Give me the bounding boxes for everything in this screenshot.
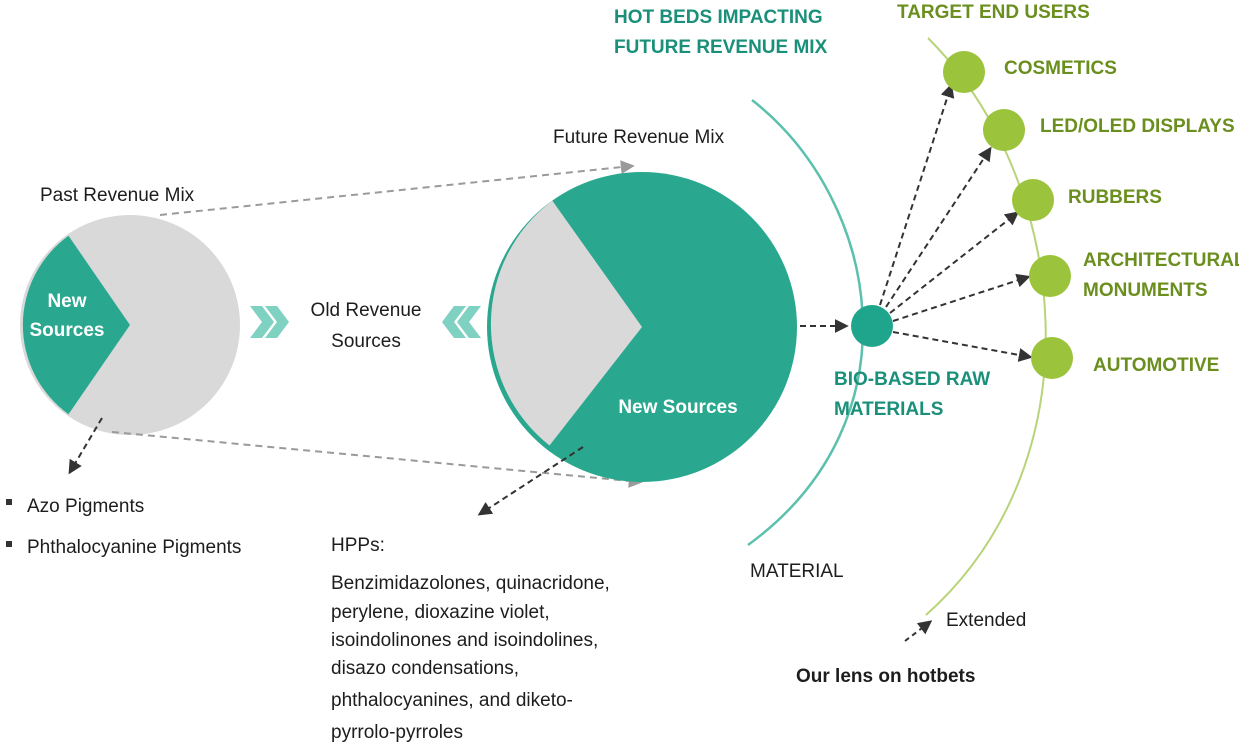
bio-based-label-1: BIO-BASED RAW xyxy=(834,369,990,390)
bio-based-label-2: MATERIALS xyxy=(834,399,943,420)
pie-connector-bottom xyxy=(111,431,643,488)
past-new-sources-label-1: New xyxy=(47,291,86,312)
hpp-line: phthalocyanines, and diketo- xyxy=(331,690,573,711)
end-user-automotive: AUTOMOTIVE xyxy=(1093,355,1219,376)
automotive-node xyxy=(1031,337,1073,379)
hpp-arrow xyxy=(477,446,584,516)
hot-beds-title-2: FUTURE REVENUE MIX xyxy=(614,37,828,58)
past-revenue-pie xyxy=(20,215,240,435)
rubbers-node xyxy=(1012,179,1054,221)
future-pie-gray-slice xyxy=(490,200,642,446)
old-revenue-label-1: Old Revenue xyxy=(311,300,422,321)
future-revenue-pie xyxy=(487,172,797,482)
future-revenue-title: Future Revenue Mix xyxy=(553,127,725,148)
end-user-cosmetics: COSMETICS xyxy=(1004,58,1117,79)
chevron-left-icon xyxy=(442,306,481,338)
hpp-line: pyrrolo-pyrroles xyxy=(331,722,463,743)
past-list-arrow xyxy=(68,417,103,475)
end-user-displays: LED/OLED DISPLAYS xyxy=(1040,116,1235,137)
lens-legend-label: Our lens on hotbets xyxy=(796,666,975,687)
monuments-node xyxy=(1029,255,1071,297)
arrow-to-monuments xyxy=(892,273,1031,322)
future-new-sources-label: New Sources xyxy=(618,397,737,418)
arrow-to-cosmetics xyxy=(879,83,955,306)
past-item-azo: Azo Pigments xyxy=(27,496,144,517)
hpp-line: isoindolinones and isoindolines, xyxy=(331,630,598,651)
hpp-title: HPPs: xyxy=(331,535,385,556)
past-new-sources-label-2: Sources xyxy=(30,320,105,341)
displays-node xyxy=(983,109,1025,151)
hpp-line: Benzimidazolones, quinacridone, xyxy=(331,573,610,594)
arrow-to-displays xyxy=(885,146,992,308)
hot-beds-title-1: HOT BEDS IMPACTING xyxy=(614,7,823,28)
end-users-title: TARGET END USERS xyxy=(897,2,1090,23)
past-item-phthalocyanine: Phthalocyanine Pigments xyxy=(27,537,241,558)
arrow-to-automotive xyxy=(892,331,1033,362)
bullet-phthalocyanine xyxy=(6,541,12,547)
bullet-azo xyxy=(6,499,12,505)
end-user-monuments-2: MONUMENTS xyxy=(1083,280,1208,301)
extended-legend-arrow xyxy=(904,620,933,642)
old-revenue-label-2: Sources xyxy=(331,331,401,352)
cosmetics-node xyxy=(943,51,985,93)
chevron-right-icon xyxy=(250,306,289,338)
arrow-to-rubbers xyxy=(889,211,1020,314)
end-users-arc xyxy=(925,37,1047,616)
hpp-line: disazo condensations, xyxy=(331,658,519,679)
past-revenue-title: Past Revenue Mix xyxy=(40,185,195,206)
bio-based-node xyxy=(851,305,893,347)
extended-legend-label: Extended xyxy=(946,610,1026,631)
past-pie-new-sources-slice xyxy=(22,235,130,415)
end-user-arrows xyxy=(879,83,1033,362)
end-user-monuments-1: ARCHITECTURAL xyxy=(1083,250,1239,271)
hpp-line: perylene, dioxazine violet, xyxy=(331,602,550,623)
material-label: MATERIAL xyxy=(750,561,844,582)
end-user-rubbers: RUBBERS xyxy=(1068,187,1162,208)
